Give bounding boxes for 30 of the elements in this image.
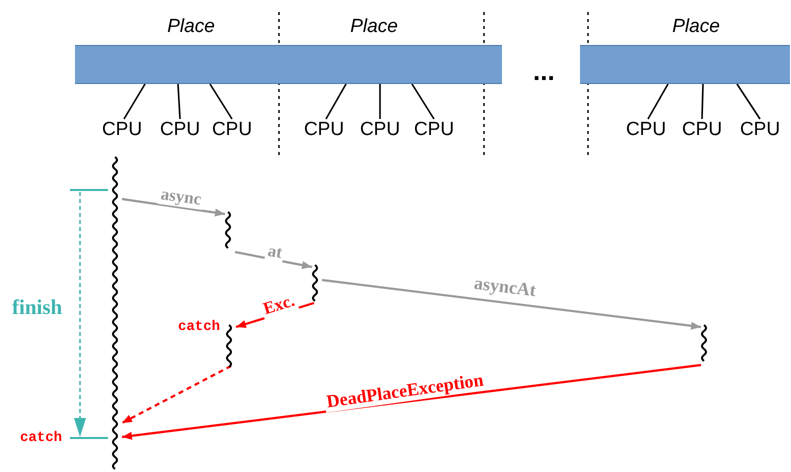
arrow bbox=[322, 278, 702, 330]
connector-line bbox=[647, 84, 669, 120]
connector-line bbox=[411, 84, 435, 120]
connector-line bbox=[379, 84, 381, 119]
connector-line bbox=[325, 84, 347, 120]
connector-line bbox=[123, 84, 146, 120]
cpu-label: CPU bbox=[622, 119, 670, 141]
place-label: Place bbox=[167, 15, 215, 39]
connector-line bbox=[736, 84, 761, 120]
catch-label: catch bbox=[178, 319, 220, 335]
arrow bbox=[122, 198, 226, 217]
cpu-label: CPU bbox=[156, 119, 204, 141]
arrow bbox=[122, 364, 702, 440]
scope-label: finish bbox=[12, 295, 62, 320]
cpu-label: CPU bbox=[300, 119, 348, 141]
arrow bbox=[234, 250, 312, 270]
cpu-label: CPU bbox=[208, 119, 256, 141]
arrow bbox=[122, 365, 232, 424]
catch-label: catch bbox=[20, 430, 62, 446]
place-label: Place bbox=[350, 15, 398, 39]
cpu-label: CPU bbox=[678, 119, 726, 141]
cpu-label: CPU bbox=[410, 119, 458, 141]
place-label: Place bbox=[672, 15, 720, 39]
connector-line bbox=[701, 84, 704, 120]
cpu-label: CPU bbox=[736, 119, 784, 141]
cpu-label: CPU bbox=[98, 119, 146, 141]
ellipsis: ... bbox=[533, 56, 555, 87]
cpu-label: CPU bbox=[356, 119, 404, 141]
connector-line bbox=[177, 84, 181, 120]
connector-line bbox=[209, 84, 233, 120]
